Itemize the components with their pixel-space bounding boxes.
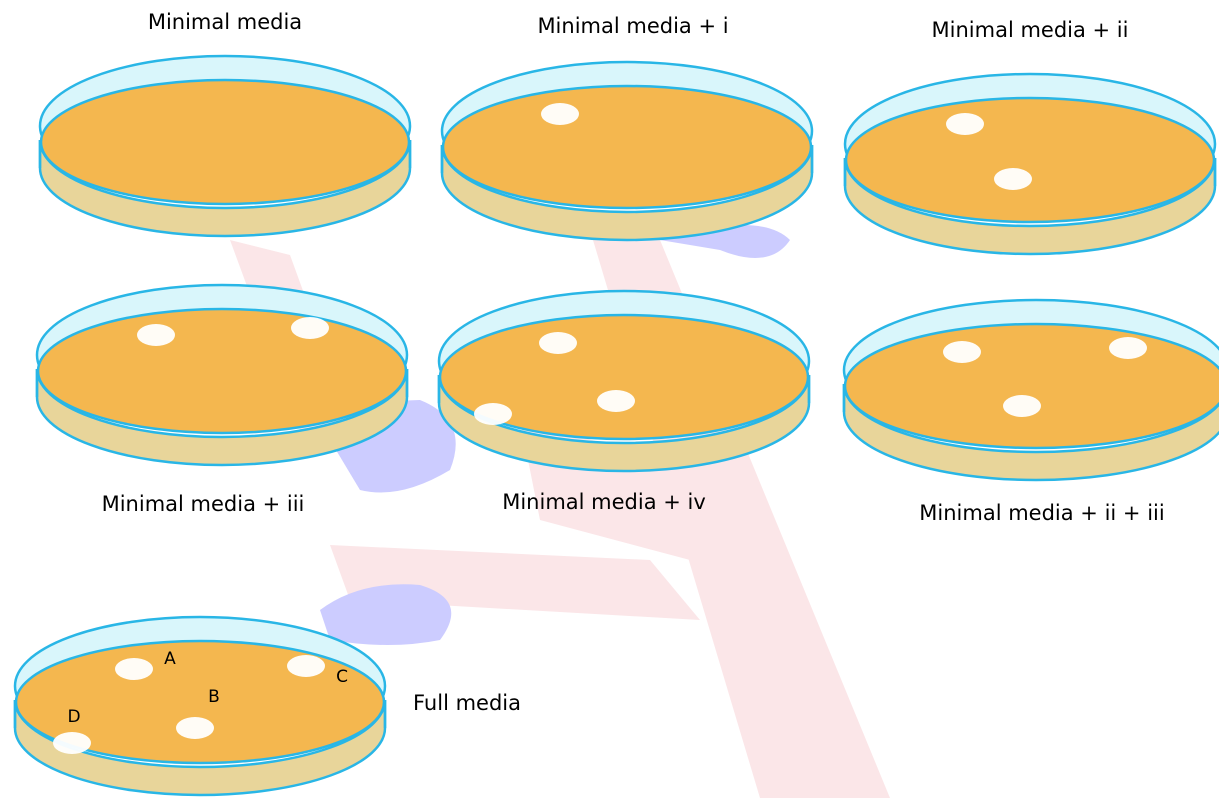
- colony: [115, 658, 153, 680]
- plate-label-full: Full media: [413, 691, 521, 715]
- petri-dish-minimal-i: [440, 60, 814, 242]
- dish-rim: [35, 369, 409, 397]
- colony: [474, 403, 512, 425]
- petri-dish-minimal-ii: [843, 72, 1217, 256]
- agar-surface: [843, 322, 1219, 450]
- dish-rim: [842, 384, 846, 412]
- agar-surface: [844, 96, 1216, 224]
- colony: [1109, 337, 1147, 359]
- plate-label-minimal-iv: Minimal media + iv: [502, 490, 706, 514]
- plate-label-minimal-ii-iii: Minimal media + ii + iii: [919, 501, 1165, 525]
- colony: [176, 717, 214, 739]
- agar-surface: [441, 84, 813, 210]
- petri-dish-minimal-ii-iii: [842, 298, 1219, 482]
- plate-label-minimal-iii: Minimal media + iii: [101, 492, 305, 516]
- colony-label-b: B: [208, 687, 220, 707]
- colony: [946, 113, 984, 135]
- petri-dish-minimal-iv: [437, 289, 811, 473]
- dish-rim: [38, 140, 412, 168]
- dish-rim: [437, 375, 811, 403]
- dish-rim: [843, 158, 1217, 186]
- dish-rim: [440, 145, 814, 173]
- petri-dish-minimal: [38, 54, 412, 238]
- colony: [1003, 395, 1041, 417]
- colony-label-c: C: [336, 667, 348, 687]
- plate-label-minimal: Minimal media: [147, 10, 303, 34]
- petri-dish-full: [13, 615, 387, 797]
- colony: [994, 168, 1032, 190]
- plate-label-minimal-i: Minimal media + i: [537, 14, 729, 38]
- colony: [287, 655, 325, 677]
- petri-dish-minimal-iii: [35, 283, 409, 467]
- colony: [53, 732, 91, 754]
- plate-label-minimal-ii: Minimal media + ii: [931, 18, 1129, 42]
- colony: [137, 324, 175, 346]
- dish-wall: [842, 383, 1219, 482]
- colony: [291, 317, 329, 339]
- agar-surface: [36, 307, 408, 435]
- colony: [597, 390, 635, 412]
- colony: [541, 103, 579, 125]
- dish-rim: [13, 700, 387, 728]
- colony-label-d: D: [67, 707, 80, 727]
- agar-surface: [39, 78, 411, 206]
- colony: [539, 332, 577, 354]
- colony: [943, 341, 981, 363]
- colony-label-a: A: [164, 649, 176, 669]
